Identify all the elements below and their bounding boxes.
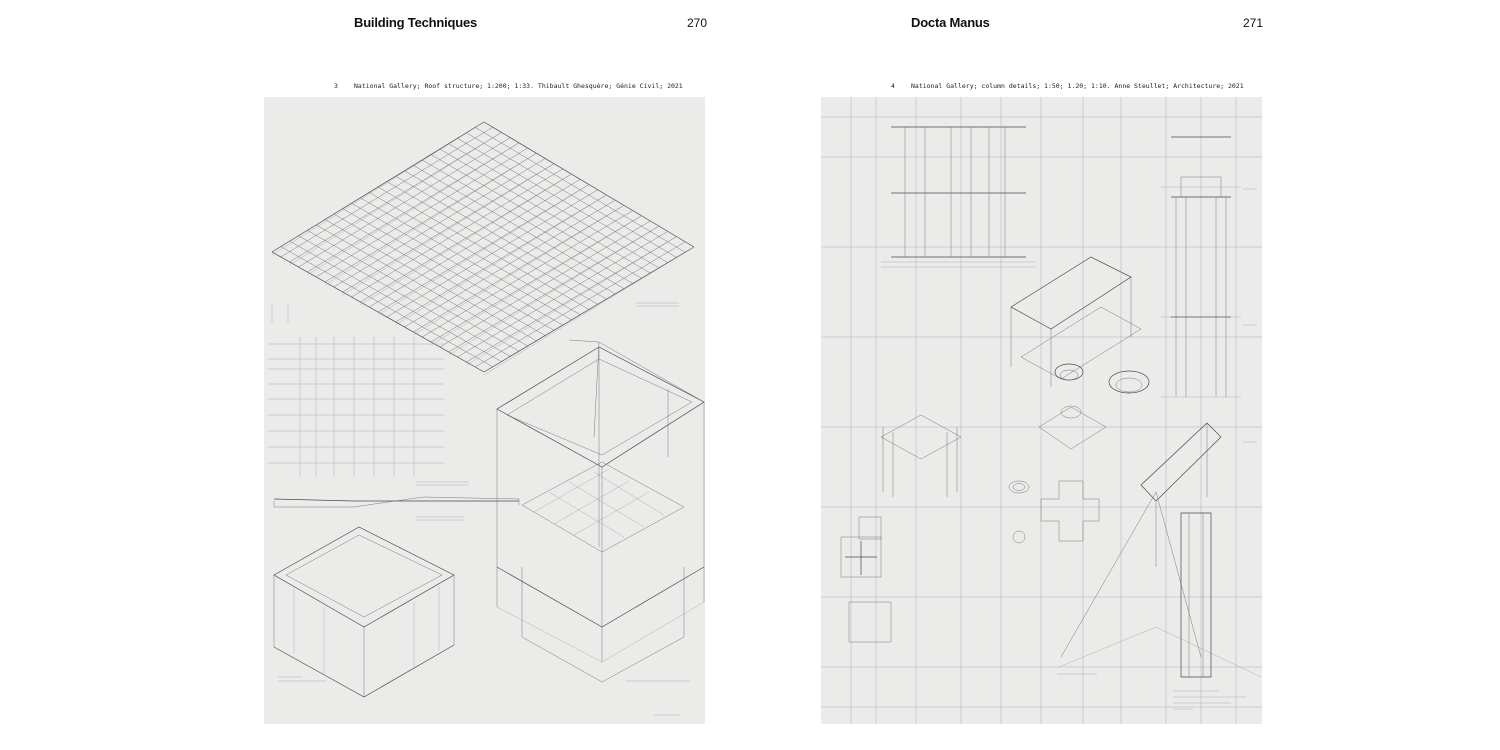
drawing-annotations <box>271 302 690 716</box>
figure-caption-4: 4 National Gallery; column details; 1:50;… <box>891 82 1244 90</box>
isometric-roof-grid <box>271 121 695 376</box>
construction-lines <box>821 97 1262 724</box>
drawing-annotations <box>1057 188 1257 710</box>
figure-caption-text-3: National Gallery; Roof structure; 1:200;… <box>354 82 683 90</box>
diagonal-beam-detail <box>1058 422 1262 678</box>
page-number-right: 271 <box>1243 16 1264 30</box>
column-elevation <box>881 126 1036 268</box>
left-page: Building Techniques 270 3 National Galler… <box>264 15 708 724</box>
page-number-left: 270 <box>687 16 708 30</box>
figure-caption-text-4: National Gallery; column details; 1:50; … <box>911 82 1244 90</box>
beam-profile <box>273 496 520 508</box>
column-section-tall <box>1161 136 1241 398</box>
isometric-slab-detail <box>1010 256 1150 450</box>
running-title-left: Building Techniques <box>354 15 478 30</box>
cross-plan-section <box>840 480 1100 643</box>
figure-number-3: 3 <box>334 82 338 90</box>
drawing-plate-roof-structure <box>264 97 705 724</box>
isometric-structure-detail <box>496 339 705 683</box>
right-page: Docta Manus 271 4 National Gallery; colum… <box>750 0 1500 750</box>
column-details-drawing <box>821 97 1262 724</box>
figure-caption-3: 3 National Gallery; Roof structure; 1:200… <box>334 82 683 90</box>
figure-number-4: 4 <box>891 82 895 90</box>
isometric-frame-detail <box>273 526 455 698</box>
dimension-table <box>268 337 444 477</box>
running-title-right: Docta Manus <box>911 15 990 30</box>
roof-structure-drawing <box>268 121 705 716</box>
drawing-plate-column-details <box>821 97 1262 724</box>
cross-column-detail <box>858 414 1030 540</box>
